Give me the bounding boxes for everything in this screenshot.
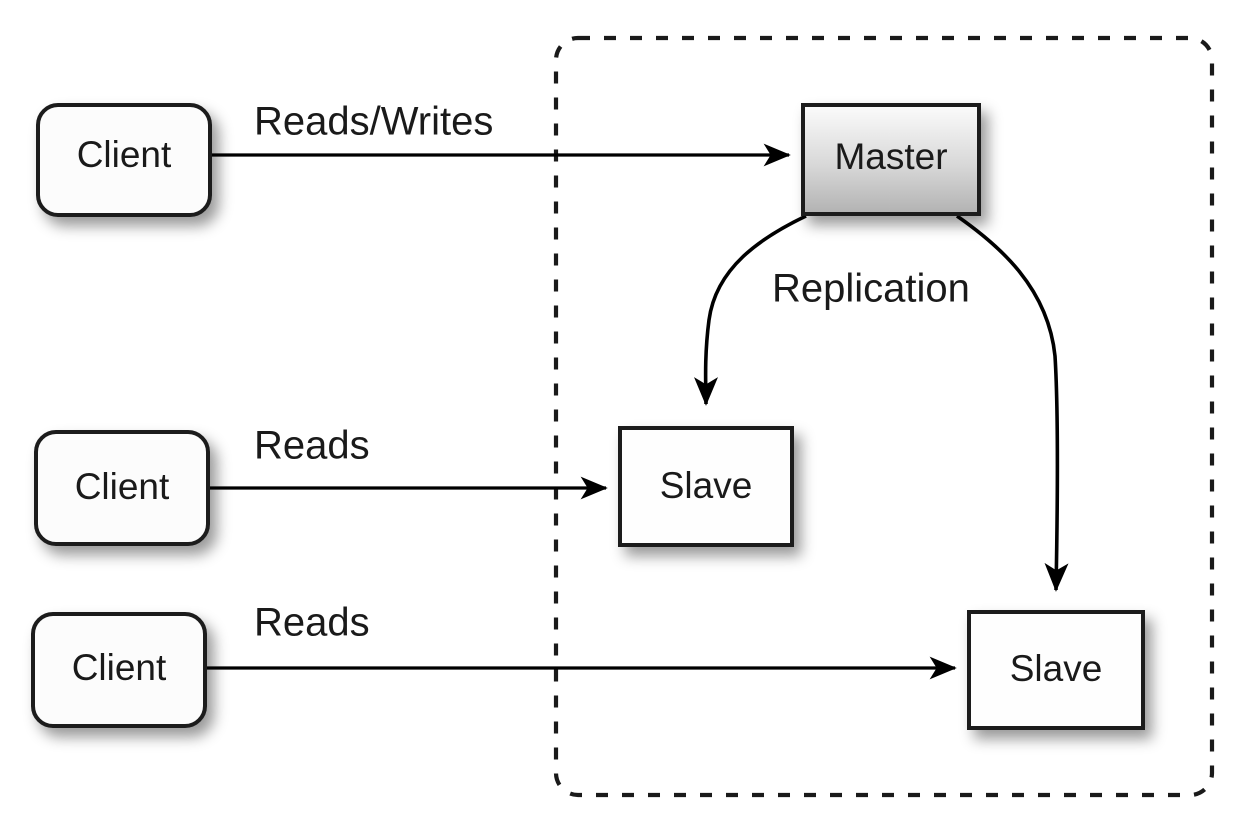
client-bottom-label: Client <box>72 647 167 688</box>
client-middle-label: Client <box>75 466 170 507</box>
node-slave-upper[interactable]: Slave <box>618 426 794 547</box>
node-client-middle[interactable]: Client <box>34 430 210 546</box>
node-client-top[interactable]: Client <box>36 103 212 217</box>
client-middle-shape[interactable] <box>34 430 210 546</box>
edge-master-to-slave-upper <box>693 214 807 406</box>
edge-label-replication: Replication <box>772 267 970 311</box>
client-top-label: Client <box>77 134 172 175</box>
slave-lower-label: Slave <box>1010 648 1103 689</box>
slave-lower-shape[interactable] <box>967 610 1145 730</box>
edge-label-reads-bottom: Reads <box>254 601 370 645</box>
edge-master-to-slave-lower <box>955 214 1069 592</box>
database-cluster-boundary <box>553 35 1215 798</box>
node-client-bottom[interactable]: Client <box>31 612 207 728</box>
node-slave-lower[interactable]: Slave <box>967 610 1145 730</box>
edge-label-reads-writes: Reads/Writes <box>254 100 493 144</box>
slave-upper-shape[interactable] <box>618 426 794 547</box>
client-bottom-shape[interactable] <box>31 612 207 728</box>
master-shape[interactable] <box>801 103 981 216</box>
client-top-shape[interactable] <box>36 103 212 217</box>
slave-upper-label: Slave <box>660 465 753 506</box>
master-label: Master <box>834 136 947 177</box>
node-master[interactable]: Master <box>801 103 981 216</box>
edge-label-reads-middle: Reads <box>254 424 370 468</box>
